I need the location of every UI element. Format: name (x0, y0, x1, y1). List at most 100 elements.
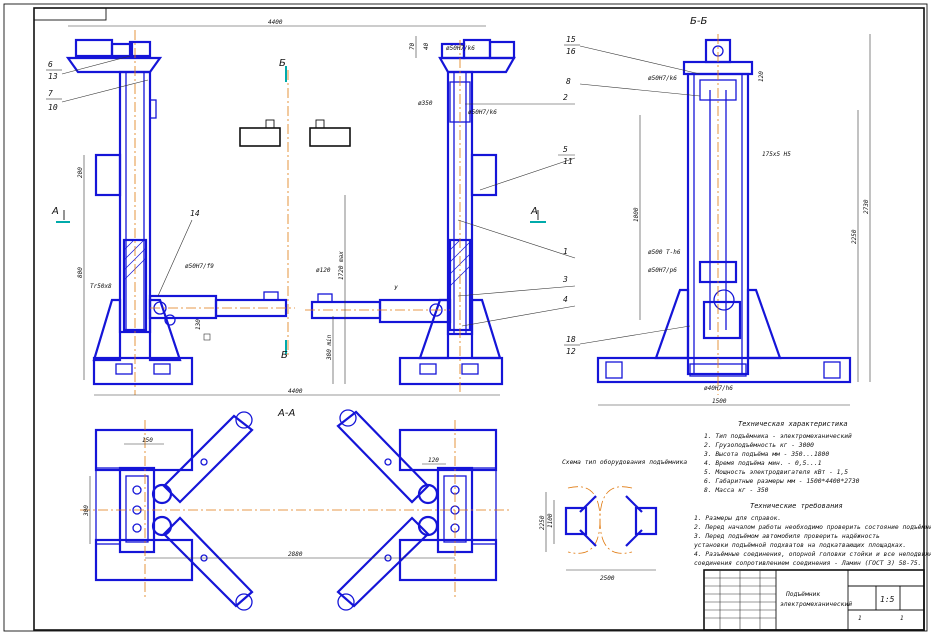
section-bb-view: Б-Б (596, 16, 852, 395)
right-leaders: 2 5 11 1 3 4 (457, 93, 576, 327)
mark-a-right: А (530, 206, 538, 217)
detail-thumb-left (239, 127, 281, 147)
pos-13: 13 (48, 72, 58, 81)
tech-spec-6: 6. Габаритные размеры мм - 1500*4400*273… (704, 477, 860, 485)
right-column-view (305, 38, 516, 395)
lift-pad-right (317, 293, 333, 303)
head-plate-right (438, 56, 516, 74)
left-leaders: 6 13 7 10 14 (46, 55, 200, 297)
dim-120b: 120 (428, 457, 439, 464)
pos-11: 11 (563, 157, 573, 166)
title-block: Подъёмник электромеханический 1:5 1 1 (703, 569, 925, 631)
tech-req-1: 1. Размеры для справок. (694, 515, 781, 522)
left-dimensions: 4400 4400 200 800 Tr50x8 ø50H7/f9 130 (68, 19, 500, 396)
aa-right-arm-lower (336, 516, 430, 608)
dim-f50: ø50H7/k6 (446, 45, 475, 52)
detail-thumb-right (309, 127, 351, 147)
dim-top-total: 4400 (268, 19, 283, 26)
dim-f350: ø350 (418, 100, 433, 107)
tech-req-6: соединения сопротивлением соединения - Л… (694, 560, 921, 567)
title-name-1: Подъёмник (785, 591, 820, 598)
base-gusset-left-a (92, 298, 122, 362)
pos-18: 18 (566, 335, 576, 344)
dim-f50c: ø50H7/k6 (648, 75, 677, 82)
mark-b-top: Б (279, 58, 286, 69)
tech-specs-title: Техническая характеристика (738, 420, 848, 428)
dim-1100: 1100 (547, 513, 554, 528)
right-dimensions: 70 40 ø50H7/k6 ø350 ø50H7/k6 1720 max 38… (316, 36, 497, 384)
mark-b-bottom: Б (281, 350, 288, 361)
motor-block-left-2 (110, 42, 134, 58)
pos-12: 12 (566, 347, 576, 356)
dim-1000: 1000 (633, 207, 640, 222)
section-aa-title: А-А (277, 408, 295, 419)
outer-frame (3, 3, 928, 632)
pos-15: 15 (566, 35, 576, 44)
center-section-b: Б Б (239, 58, 351, 361)
tech-req-5: 4. Разъёмные соединения, опорной головки… (694, 550, 931, 558)
title-name-2: электромеханический (780, 600, 852, 608)
dim-f500: ø50H7/f9 (185, 263, 214, 270)
dim-130: 130 (195, 319, 202, 330)
dim-y: У (394, 285, 398, 292)
tech-req-2: 2. Перед началом работы необходимо прове… (694, 523, 931, 531)
pos-5: 5 (563, 145, 568, 154)
dim-70: 70 (409, 42, 416, 50)
dim-2730: 2730 (863, 199, 870, 214)
dim-f40: ø40H7/h6 (704, 385, 733, 392)
base-left (92, 356, 194, 386)
pos-14: 14 (190, 209, 200, 218)
dim-800: 800 (77, 267, 84, 278)
pos-8: 8 (566, 77, 571, 86)
pos-4: 4 (563, 295, 568, 304)
inner-frame (33, 7, 925, 631)
dim-f120: ø120 (316, 267, 331, 274)
motor-block-left (74, 38, 114, 58)
section-bb-dims: 1500 2730 2250 1000 120 ø50H7/k6 175x5 H… (564, 34, 871, 406)
dim-tr: Tr50x8 (90, 283, 112, 290)
base-gusset-left-b (148, 298, 182, 362)
dim-150: 150 (142, 437, 153, 444)
lift-pad-left (263, 291, 279, 301)
tech-spec-2: 2. Грузоподъёмность кг - 3000 (704, 442, 814, 449)
dim-120: 120 (758, 71, 765, 82)
title-scale: 1:5 (880, 595, 895, 604)
pos-10: 10 (48, 103, 58, 112)
dim-2300: 2250 (539, 515, 546, 530)
tech-spec-5: 5. Мощность электродвигателя кВт - 1,5 (704, 469, 848, 476)
dim-200: 200 (77, 167, 84, 178)
aa-left-arm-lower (162, 516, 254, 608)
dim-175: 175x5 H5 (762, 151, 791, 158)
pos-16: 16 (566, 47, 576, 56)
carriage-bracket-left (94, 153, 122, 197)
dim-2880: 2880 (288, 551, 303, 558)
base-right (398, 356, 504, 386)
section-marks-a: А А (51, 206, 546, 223)
dim-380: 380 min (326, 334, 333, 361)
tech-requirements: Технические требования 1. Размеры для сп… (693, 502, 931, 567)
left-column-view (65, 30, 295, 395)
carriage-left (122, 238, 148, 332)
base-bb (596, 356, 852, 384)
equipment-scheme: Схема тип оборудования подъёмника 2250 1… (539, 458, 687, 582)
title-sheet: 1 (858, 615, 862, 622)
tech-req-4: установки подъёмной подхватов на подкатв… (693, 541, 906, 549)
tech-req-title: Технические требования (750, 502, 843, 510)
tech-req-3: 3. Перед подъёмом автомобиля проверить н… (693, 532, 880, 540)
pos-3: 3 (562, 275, 568, 284)
aa-right-arm-upper (336, 410, 430, 504)
section-bb-title: Б-Б (690, 16, 707, 27)
dim-bottom-total: 4400 (288, 388, 303, 395)
dim-f50b: ø50H7/k6 (468, 109, 497, 116)
dim-f50d: ø50H7/p6 (648, 267, 677, 274)
title-sheets: 1 (900, 615, 904, 622)
dim-2500: 2500 (600, 575, 615, 582)
dim-40: 40 (423, 42, 430, 50)
pos-2: 2 (563, 93, 568, 102)
tech-spec-7: 8. Масса кг - 350 (704, 487, 769, 494)
tech-spec-3: 3. Высота подъёма мм - 350...1800 (703, 451, 829, 458)
tech-specs: Техническая характеристика 1. Тип подъём… (703, 420, 860, 494)
pos-6: 6 (48, 60, 53, 69)
pos-1: 1 (563, 247, 568, 256)
